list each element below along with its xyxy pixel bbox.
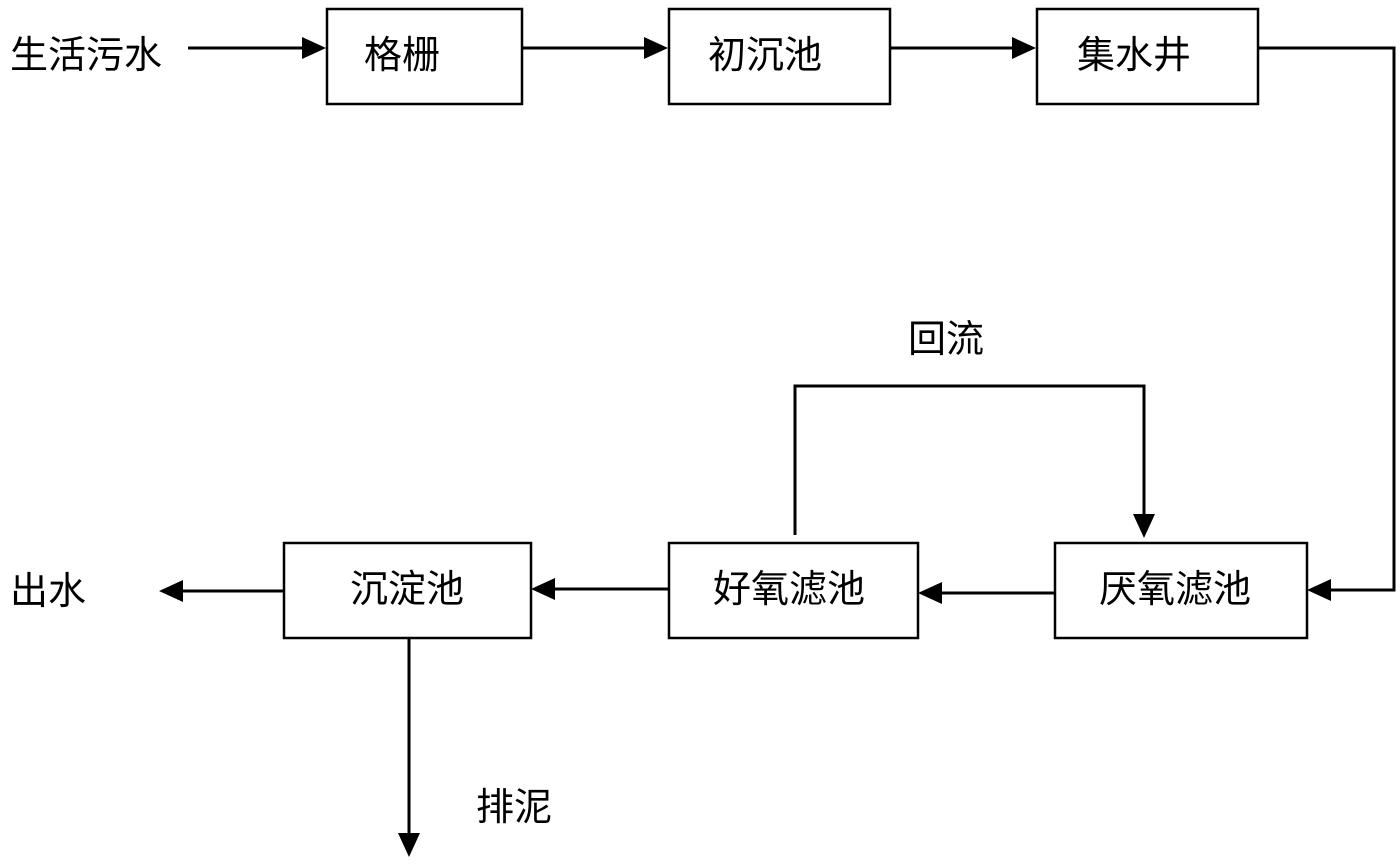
arrow-sludge-discharge [398, 638, 420, 857]
sump-box-frame [1035, 7, 1260, 106]
input-label: 生活污水 [10, 33, 162, 77]
aerobic-filter-box-frame [667, 541, 920, 640]
aerobic-filter-box: 好氧滤池 [667, 541, 920, 640]
arrow-input-to-grid [188, 37, 326, 59]
arrow-reflux-loop [793, 384, 1155, 538]
sedimentation-label: 沉淀池 [350, 567, 464, 611]
primary-settling-label: 初沉池 [708, 33, 822, 77]
primary-settling-box: 初沉池 [667, 7, 892, 106]
arrow-grid-to-primary-settling [522, 37, 668, 59]
aerobic-filter-label: 好氧滤池 [713, 567, 865, 611]
arrow-sump-to-anaerobic-filter [1258, 46, 1396, 601]
arrow-sedimentation-to-output [159, 580, 284, 602]
sedimentation-box: 沉淀池 [282, 541, 533, 640]
arrow-primary-settling-to-sump [890, 37, 1036, 59]
anaerobic-filter-box-frame [1053, 541, 1309, 640]
output-label: 出水 [10, 569, 86, 613]
sludge-label: 排泥 [476, 785, 552, 829]
arrow-aerobic-to-sedimentation [531, 578, 669, 600]
reflux-label: 回流 [908, 317, 984, 361]
anaerobic-filter-label: 厌氧滤池 [1099, 567, 1251, 611]
grid-label: 格栅 [364, 33, 440, 77]
grid-box-frame [325, 7, 524, 106]
grid-box: 格栅 [325, 7, 524, 106]
primary-settling-box-frame [667, 7, 892, 106]
sump-box: 集水井 [1035, 7, 1260, 106]
arrow-anaerobic-to-aerobic-filter [918, 582, 1055, 604]
sump-label: 集水井 [1077, 33, 1191, 77]
anaerobic-filter-box: 厌氧滤池 [1053, 541, 1309, 640]
